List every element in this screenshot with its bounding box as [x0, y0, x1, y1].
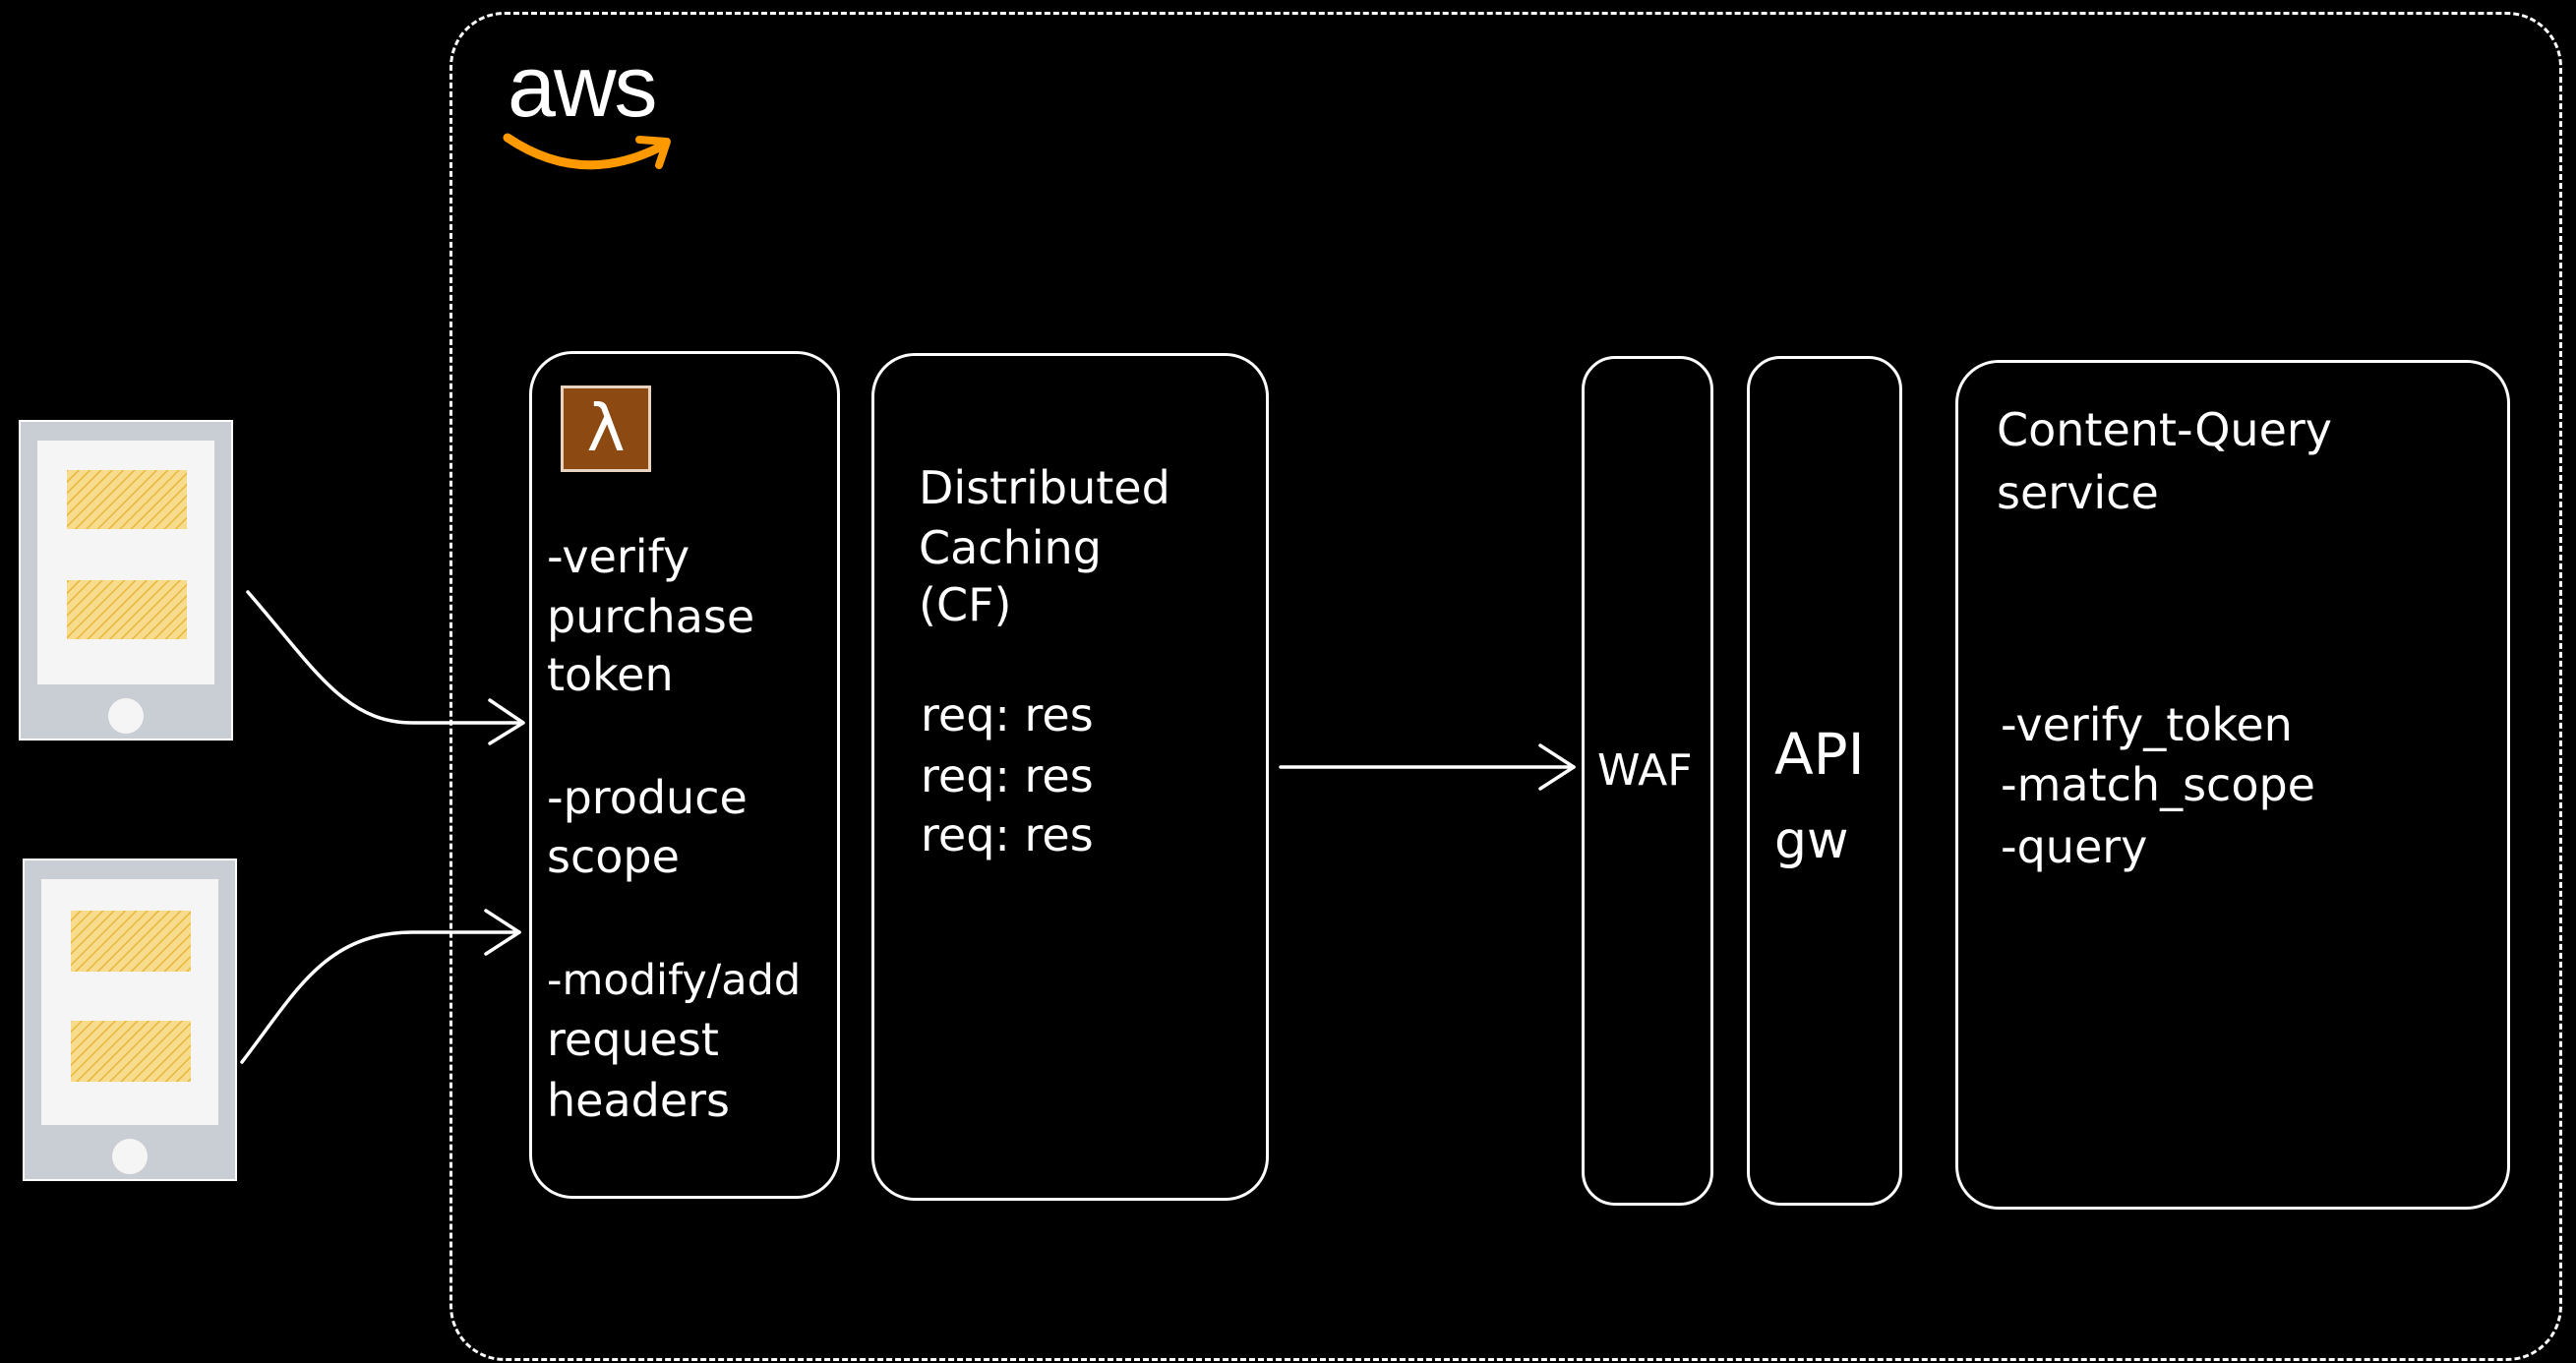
- lambda-line-9: request: [547, 1013, 719, 1066]
- api-gateway-label-bottom: gw: [1774, 811, 1849, 870]
- lambda-line-6: scope: [547, 830, 680, 883]
- api-gateway-label-top: API: [1774, 721, 1865, 788]
- lambda-box: [529, 351, 840, 1199]
- waf-box: [1582, 356, 1713, 1206]
- aws-smile-icon: [503, 133, 671, 170]
- service-title-line-2: service: [1997, 466, 2159, 519]
- aws-cloud-boundary: [449, 12, 2562, 1361]
- lambda-line-1: -verify: [547, 530, 690, 583]
- waf-label: WAF: [1597, 745, 1693, 796]
- cache-title-line-3: (CF): [919, 578, 1012, 631]
- lambda-line-2: purchase: [547, 590, 755, 643]
- service-title-line-1: Content-Query: [1997, 403, 2333, 456]
- mobile-phone-icon: [23, 859, 237, 1181]
- lambda-line-10: headers: [547, 1074, 731, 1127]
- lambda-line-3: token: [547, 648, 674, 701]
- aws-logo-text: aws: [508, 37, 657, 135]
- service-item-2: -match_scope: [2001, 758, 2315, 811]
- client-phone-2: [22, 858, 238, 1182]
- cache-title-line-2: Caching: [919, 521, 1102, 574]
- service-item-3: -query: [2001, 820, 2148, 873]
- lambda-icon: λ: [561, 385, 651, 472]
- mobile-phone-icon: [19, 420, 233, 741]
- cache-entry-1: req: res: [921, 688, 1094, 741]
- client-phone-1: [18, 419, 234, 741]
- cache-entry-2: req: res: [921, 749, 1094, 802]
- arrow-phone1-to-lambda: [246, 590, 523, 725]
- aws-logo: aws: [502, 39, 679, 177]
- content-query-service-box: [1955, 360, 2510, 1210]
- lambda-line-8: -modify/add: [547, 956, 802, 1005]
- arrow-phone2-to-lambda: [240, 930, 521, 1064]
- cache-box: [871, 353, 1269, 1201]
- lambda-line-5: -produce: [547, 771, 748, 824]
- cache-entry-3: req: res: [921, 808, 1094, 861]
- api-gateway-box: [1747, 356, 1902, 1206]
- service-item-1: -verify_token: [2001, 698, 2293, 751]
- cache-title-line-1: Distributed: [919, 461, 1170, 514]
